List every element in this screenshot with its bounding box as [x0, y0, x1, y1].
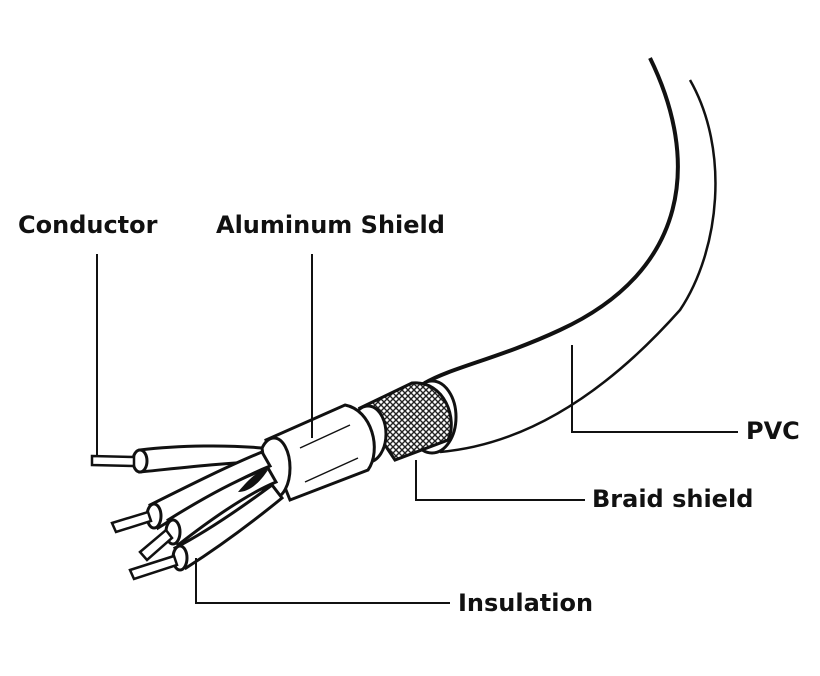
label-conductor: Conductor — [18, 211, 158, 239]
leader-insulation — [195, 558, 450, 604]
label-braid-shield: Braid shield — [592, 485, 754, 513]
leader-lines — [96, 254, 738, 604]
leader-braid — [415, 460, 585, 501]
leader-pvc — [571, 345, 738, 433]
label-aluminum-shield: Aluminum Shield — [216, 211, 445, 239]
label-insulation: Insulation — [458, 589, 594, 617]
pvc-jacket — [406, 57, 717, 455]
aluminum-foil — [256, 403, 376, 502]
insulated-wires — [90, 444, 285, 581]
label-pvc: PVC — [746, 417, 800, 445]
